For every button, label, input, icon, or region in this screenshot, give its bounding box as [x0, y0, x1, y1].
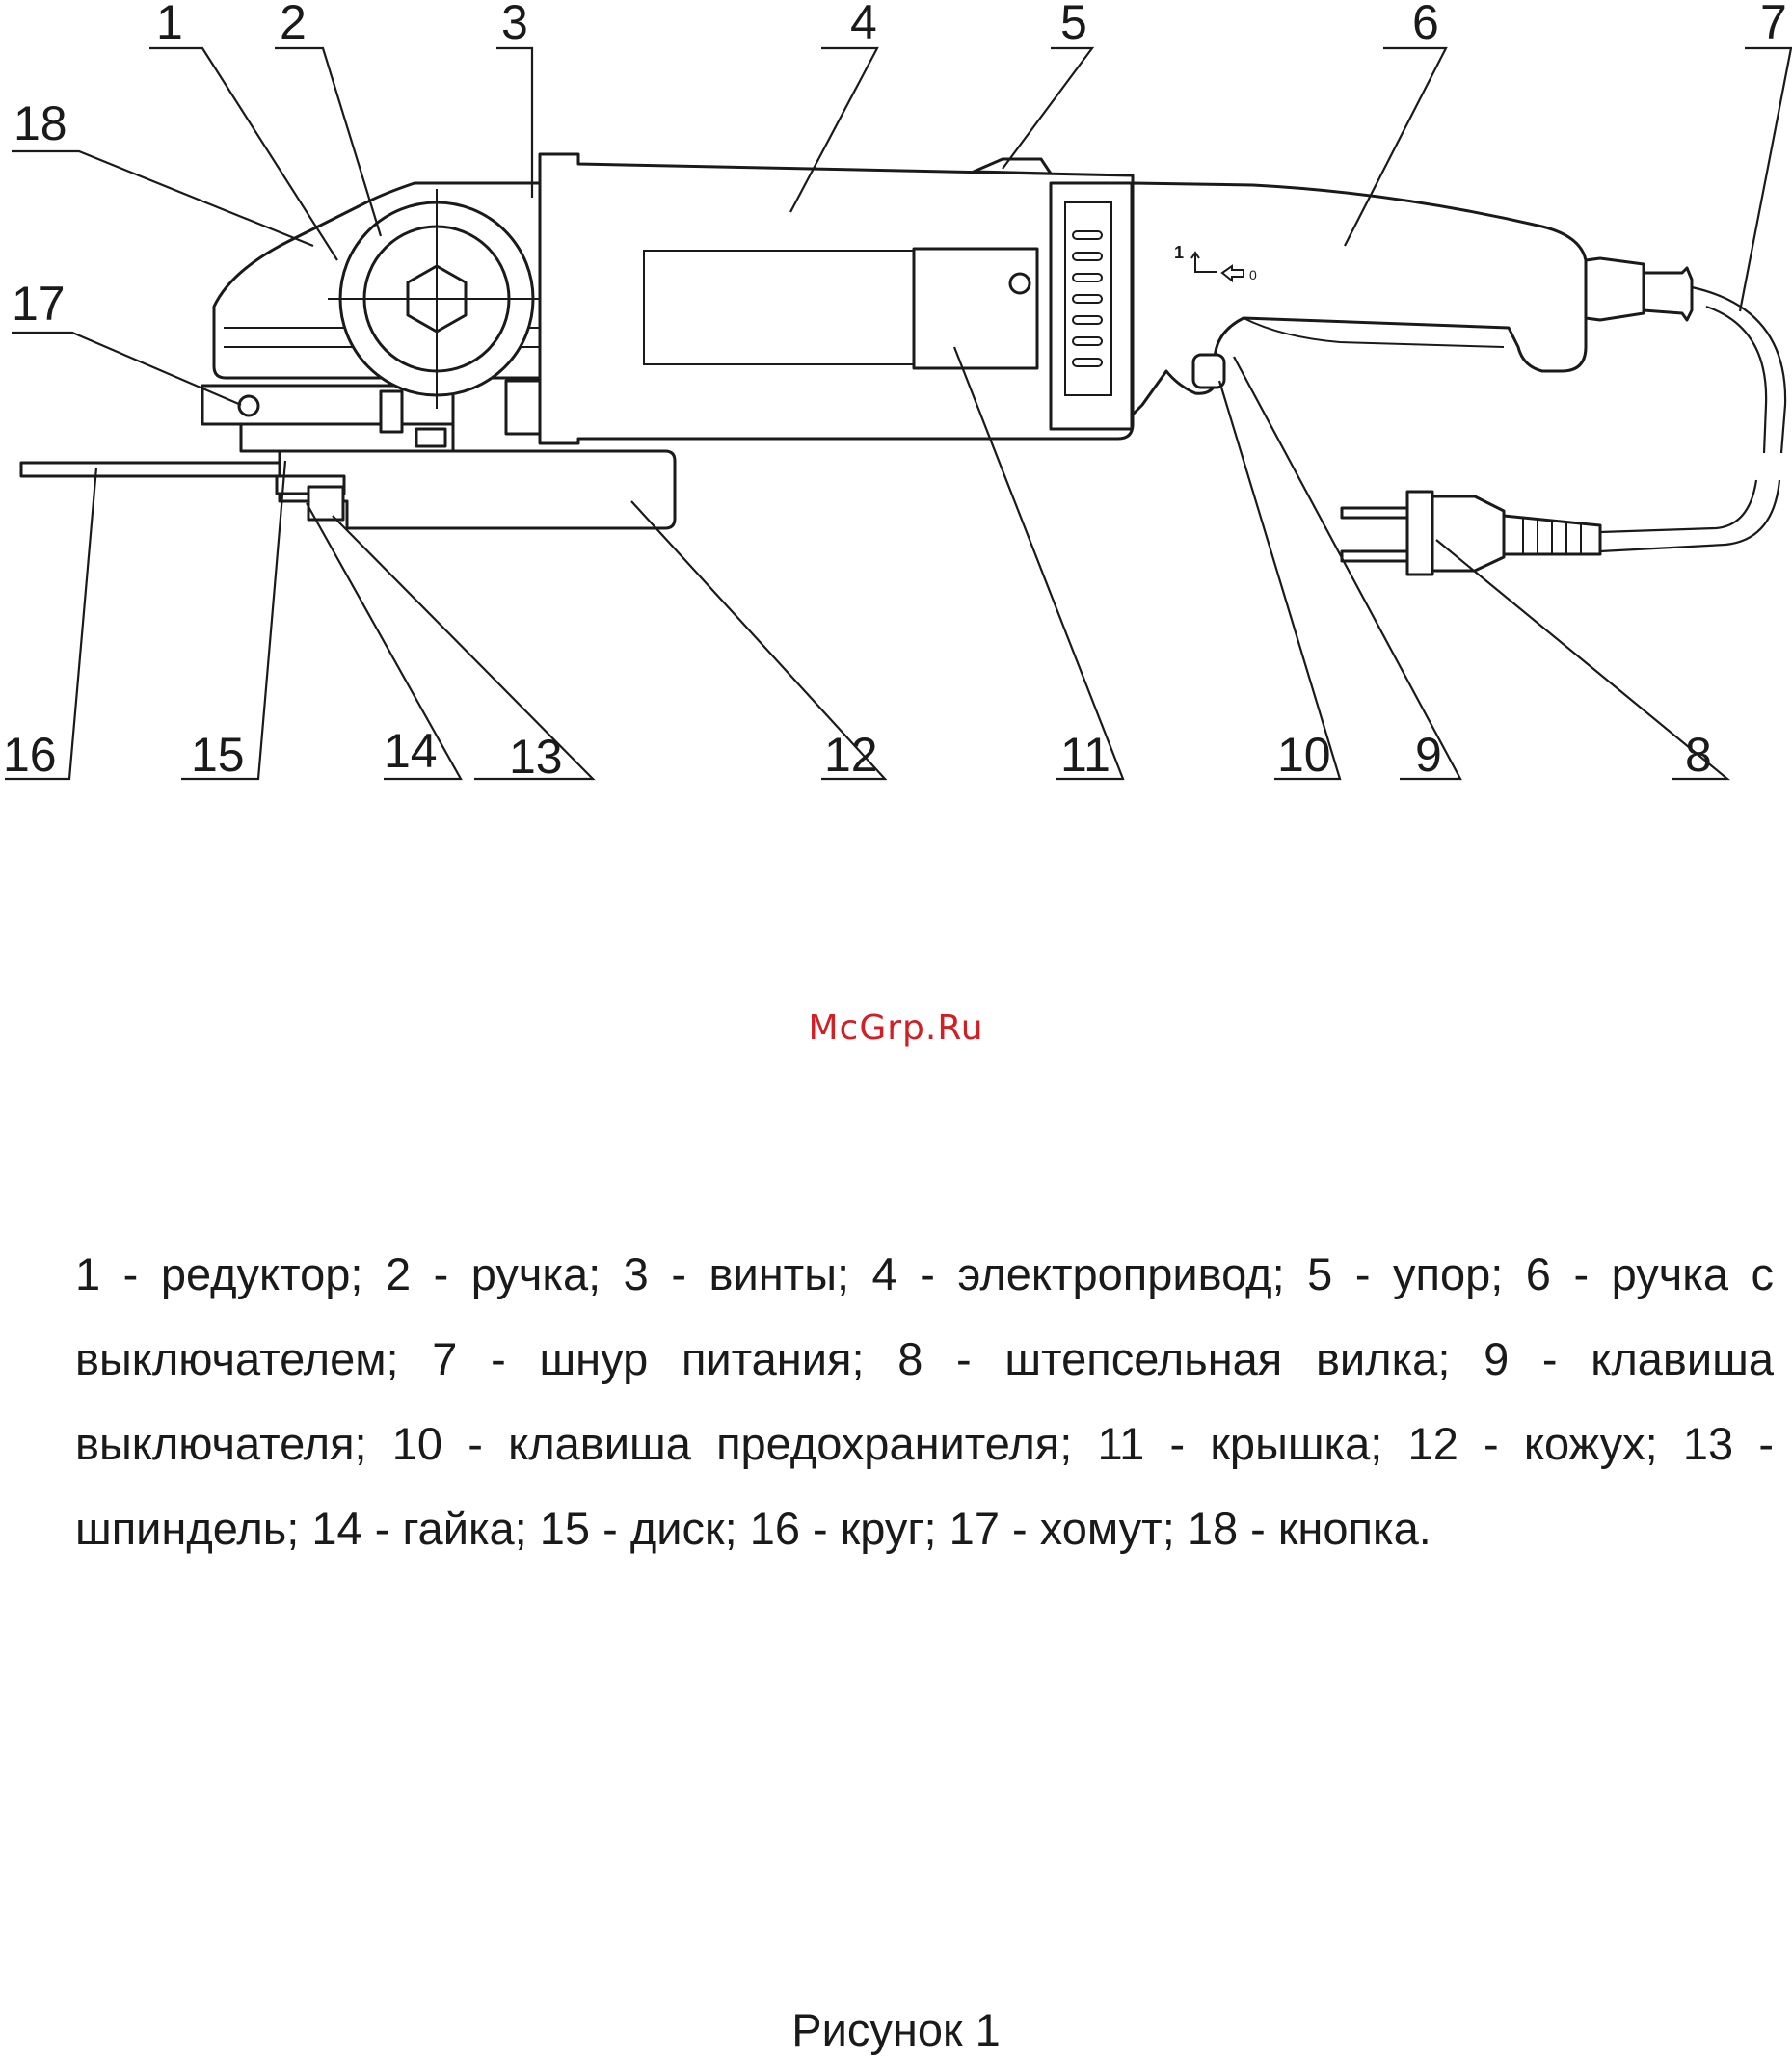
switch-off-mark: 0: [1249, 267, 1257, 282]
callout-3: 3: [501, 0, 528, 49]
callout-16: 16: [3, 728, 57, 782]
callout-15: 15: [191, 728, 245, 782]
callout-13: 13: [509, 730, 563, 784]
callout-5: 5: [1060, 0, 1087, 49]
callout-12: 12: [824, 728, 878, 782]
plug: [1340, 490, 1602, 576]
switch-symbol: 1 0: [1174, 243, 1257, 283]
callout-11: 11: [1060, 728, 1110, 782]
callout-4: 4: [850, 0, 877, 49]
callout-2: 2: [280, 0, 307, 49]
callout-17: 17: [12, 277, 66, 331]
guard: [275, 449, 677, 530]
power-cord: [1599, 285, 1787, 553]
angle-grinder-drawing: 1 0: [3, 0, 1792, 784]
callout-10: 10: [1277, 728, 1331, 782]
rear-handle: 1 0: [1131, 181, 1694, 416]
callout-7: 7: [1760, 0, 1787, 49]
callout-6: 6: [1412, 0, 1439, 49]
callout-1: 1: [156, 0, 183, 49]
watermark: McGrp.Ru: [808, 1008, 984, 1048]
switch-on-mark: 1: [1174, 243, 1184, 262]
figure-caption: Рисунок 1: [791, 2004, 1001, 2055]
callout-8: 8: [1685, 728, 1712, 782]
side-handle: [328, 189, 546, 409]
motor-housing: [538, 152, 1135, 445]
parts-legend: 1 - редуктор; 2 - ручка; 3 - винты; 4 - …: [75, 1248, 1774, 1554]
callout-18: 18: [13, 96, 67, 150]
callout-14: 14: [384, 724, 438, 778]
callout-numbers: 1 2 3 4 5 6 7 8 9 10 11 12 13 14 15 16 1…: [3, 0, 1787, 784]
callout-9: 9: [1415, 728, 1442, 782]
callout-leaders: [5, 46, 1792, 781]
